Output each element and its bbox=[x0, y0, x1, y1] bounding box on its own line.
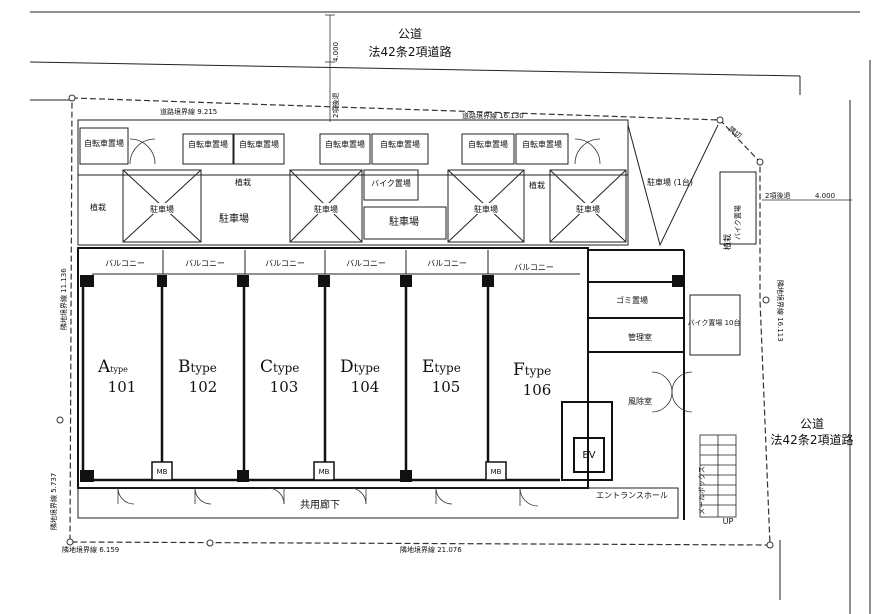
unit-f: Ftype 106 bbox=[513, 360, 551, 399]
unit-d: Dtype 104 bbox=[340, 357, 380, 396]
bike-parking-label: バイク置場 bbox=[371, 178, 411, 188]
mailbox-label: メールボックス bbox=[698, 466, 706, 515]
svg-text:Ctype: Ctype bbox=[260, 357, 299, 377]
planting-3: 植栽 bbox=[529, 180, 545, 190]
hatched-parking-2: 駐車場 bbox=[314, 204, 338, 214]
road-east-width: 4.000 bbox=[815, 192, 835, 200]
unit-number-103: 103 bbox=[270, 378, 299, 396]
road-north-offset: 2項後退 bbox=[331, 93, 340, 118]
road-north-edge-2 bbox=[29, 61, 801, 77]
svg-text:Btype: Btype bbox=[178, 357, 217, 377]
bicycle-parking-5 bbox=[371, 133, 429, 165]
unit-number-105: 105 bbox=[432, 378, 461, 396]
balcony-e: バルコニー bbox=[427, 259, 467, 268]
bicycle-parking-7 bbox=[515, 133, 569, 165]
car-parking-single: 駐車場 (1台) bbox=[647, 177, 693, 187]
bicycle-parking-label-6: 自転車置場 bbox=[468, 139, 508, 149]
unit-number-102: 102 bbox=[189, 378, 218, 396]
hatched-parking-1: 駐車場 bbox=[150, 204, 174, 214]
hatched-parking-labels: 駐車場 駐車場 駐車場 駐車場 bbox=[142, 203, 608, 214]
road-north-law: 法42条2項道路 bbox=[369, 44, 452, 59]
dim-north-right: 道路境界線 16.130 bbox=[462, 111, 524, 120]
dim-south-left: 隣地境界線 6.159 bbox=[62, 545, 119, 554]
svg-text:Etype: Etype bbox=[422, 357, 461, 377]
hatched-parking-4: 駐車場 bbox=[576, 204, 600, 214]
planting-2: 植栽 bbox=[235, 177, 251, 187]
planting-5: 植栽 bbox=[722, 234, 732, 250]
unit-a: Atype 101 bbox=[97, 357, 136, 396]
bicycle-parking-1 bbox=[79, 127, 129, 165]
unit-c: Ctype 103 bbox=[260, 357, 299, 396]
wind-room: 風除室 bbox=[628, 396, 652, 406]
bicycle-parking-label-5: 自転車置場 bbox=[380, 139, 420, 149]
bicycle-parking-3 bbox=[233, 133, 285, 165]
bike-parking-box bbox=[363, 169, 419, 201]
building-outline bbox=[77, 247, 589, 489]
unit-e: Etype 105 bbox=[422, 357, 461, 396]
mb-2: MB bbox=[319, 468, 330, 476]
ev-label: EV bbox=[582, 450, 595, 461]
balcony-c: バルコニー bbox=[265, 259, 305, 268]
balcony-a: バルコニー bbox=[105, 259, 145, 268]
bicycle-parking-label-2: 自転車置場 bbox=[188, 139, 228, 149]
corridor-label: 共用廊下 bbox=[300, 498, 340, 511]
unit-number-106: 106 bbox=[523, 381, 552, 399]
dim-west-lower: 隣地境界線 5.737 bbox=[49, 473, 58, 530]
bicycle-parking-label-4: 自転車置場 bbox=[325, 139, 365, 149]
balcony-b: バルコニー bbox=[185, 259, 225, 268]
staircase bbox=[699, 434, 737, 518]
dim-south-right: 隣地境界線 21.076 bbox=[400, 545, 462, 554]
site-boundary bbox=[69, 97, 771, 546]
bicycle-parking-label-7: 自転車置場 bbox=[522, 139, 562, 149]
bicycle-parking-6 bbox=[461, 133, 515, 165]
up-label: UP bbox=[723, 517, 734, 526]
road-north-width: 4.000 bbox=[332, 42, 340, 62]
bike-parking-east: バイク置場 10台 bbox=[688, 318, 741, 327]
bicycle-parking-4 bbox=[319, 133, 371, 165]
garbage-room: ゴミ置場 bbox=[616, 295, 648, 305]
unit-number-101: 101 bbox=[108, 378, 137, 396]
hatched-parking-3: 駐車場 bbox=[474, 204, 498, 214]
dim-east: 隣地境界線 16.113 bbox=[776, 280, 785, 342]
car-parking-label: 駐車場 bbox=[219, 212, 249, 225]
road-east-name: 公道 bbox=[800, 417, 824, 431]
bicycle-parking-label-3: 自転車置場 bbox=[239, 139, 279, 149]
road-east-offset: 2項後退 bbox=[765, 191, 790, 200]
bicycle-parking-label-1: 自転車置場 bbox=[84, 138, 124, 148]
mb-3: MB bbox=[491, 468, 502, 476]
svg-text:Dtype: Dtype bbox=[340, 357, 380, 377]
car-parking-label-2: 駐車場 bbox=[389, 215, 419, 228]
common-corridor bbox=[77, 487, 679, 519]
balcony-f: バルコニー bbox=[514, 263, 554, 272]
road-east-law: 法42条2項道路 bbox=[771, 432, 854, 447]
mb-1: MB bbox=[157, 468, 168, 476]
svg-text:Ftype: Ftype bbox=[513, 360, 551, 380]
svg-text:Atype: Atype bbox=[97, 357, 128, 377]
bike-parking-east-2: バイク置場 bbox=[733, 205, 742, 240]
balcony-d: バルコニー bbox=[346, 259, 386, 268]
road-north-name: 公道 bbox=[398, 27, 422, 41]
planting-1: 植栽 bbox=[90, 202, 106, 212]
dim-corner: 隅切 bbox=[727, 124, 744, 140]
management-room: 管理室 bbox=[628, 332, 652, 342]
elevator bbox=[573, 437, 605, 473]
dim-north-left: 道路境界線 9.215 bbox=[160, 107, 217, 116]
entrance-hall: エントランスホール bbox=[596, 491, 668, 500]
dim-west-upper: 隣地境界線 11.136 bbox=[59, 268, 68, 330]
bicycle-parking-2 bbox=[182, 133, 234, 165]
unit-b: Btype 102 bbox=[178, 357, 217, 396]
unit-number-104: 104 bbox=[351, 378, 380, 396]
